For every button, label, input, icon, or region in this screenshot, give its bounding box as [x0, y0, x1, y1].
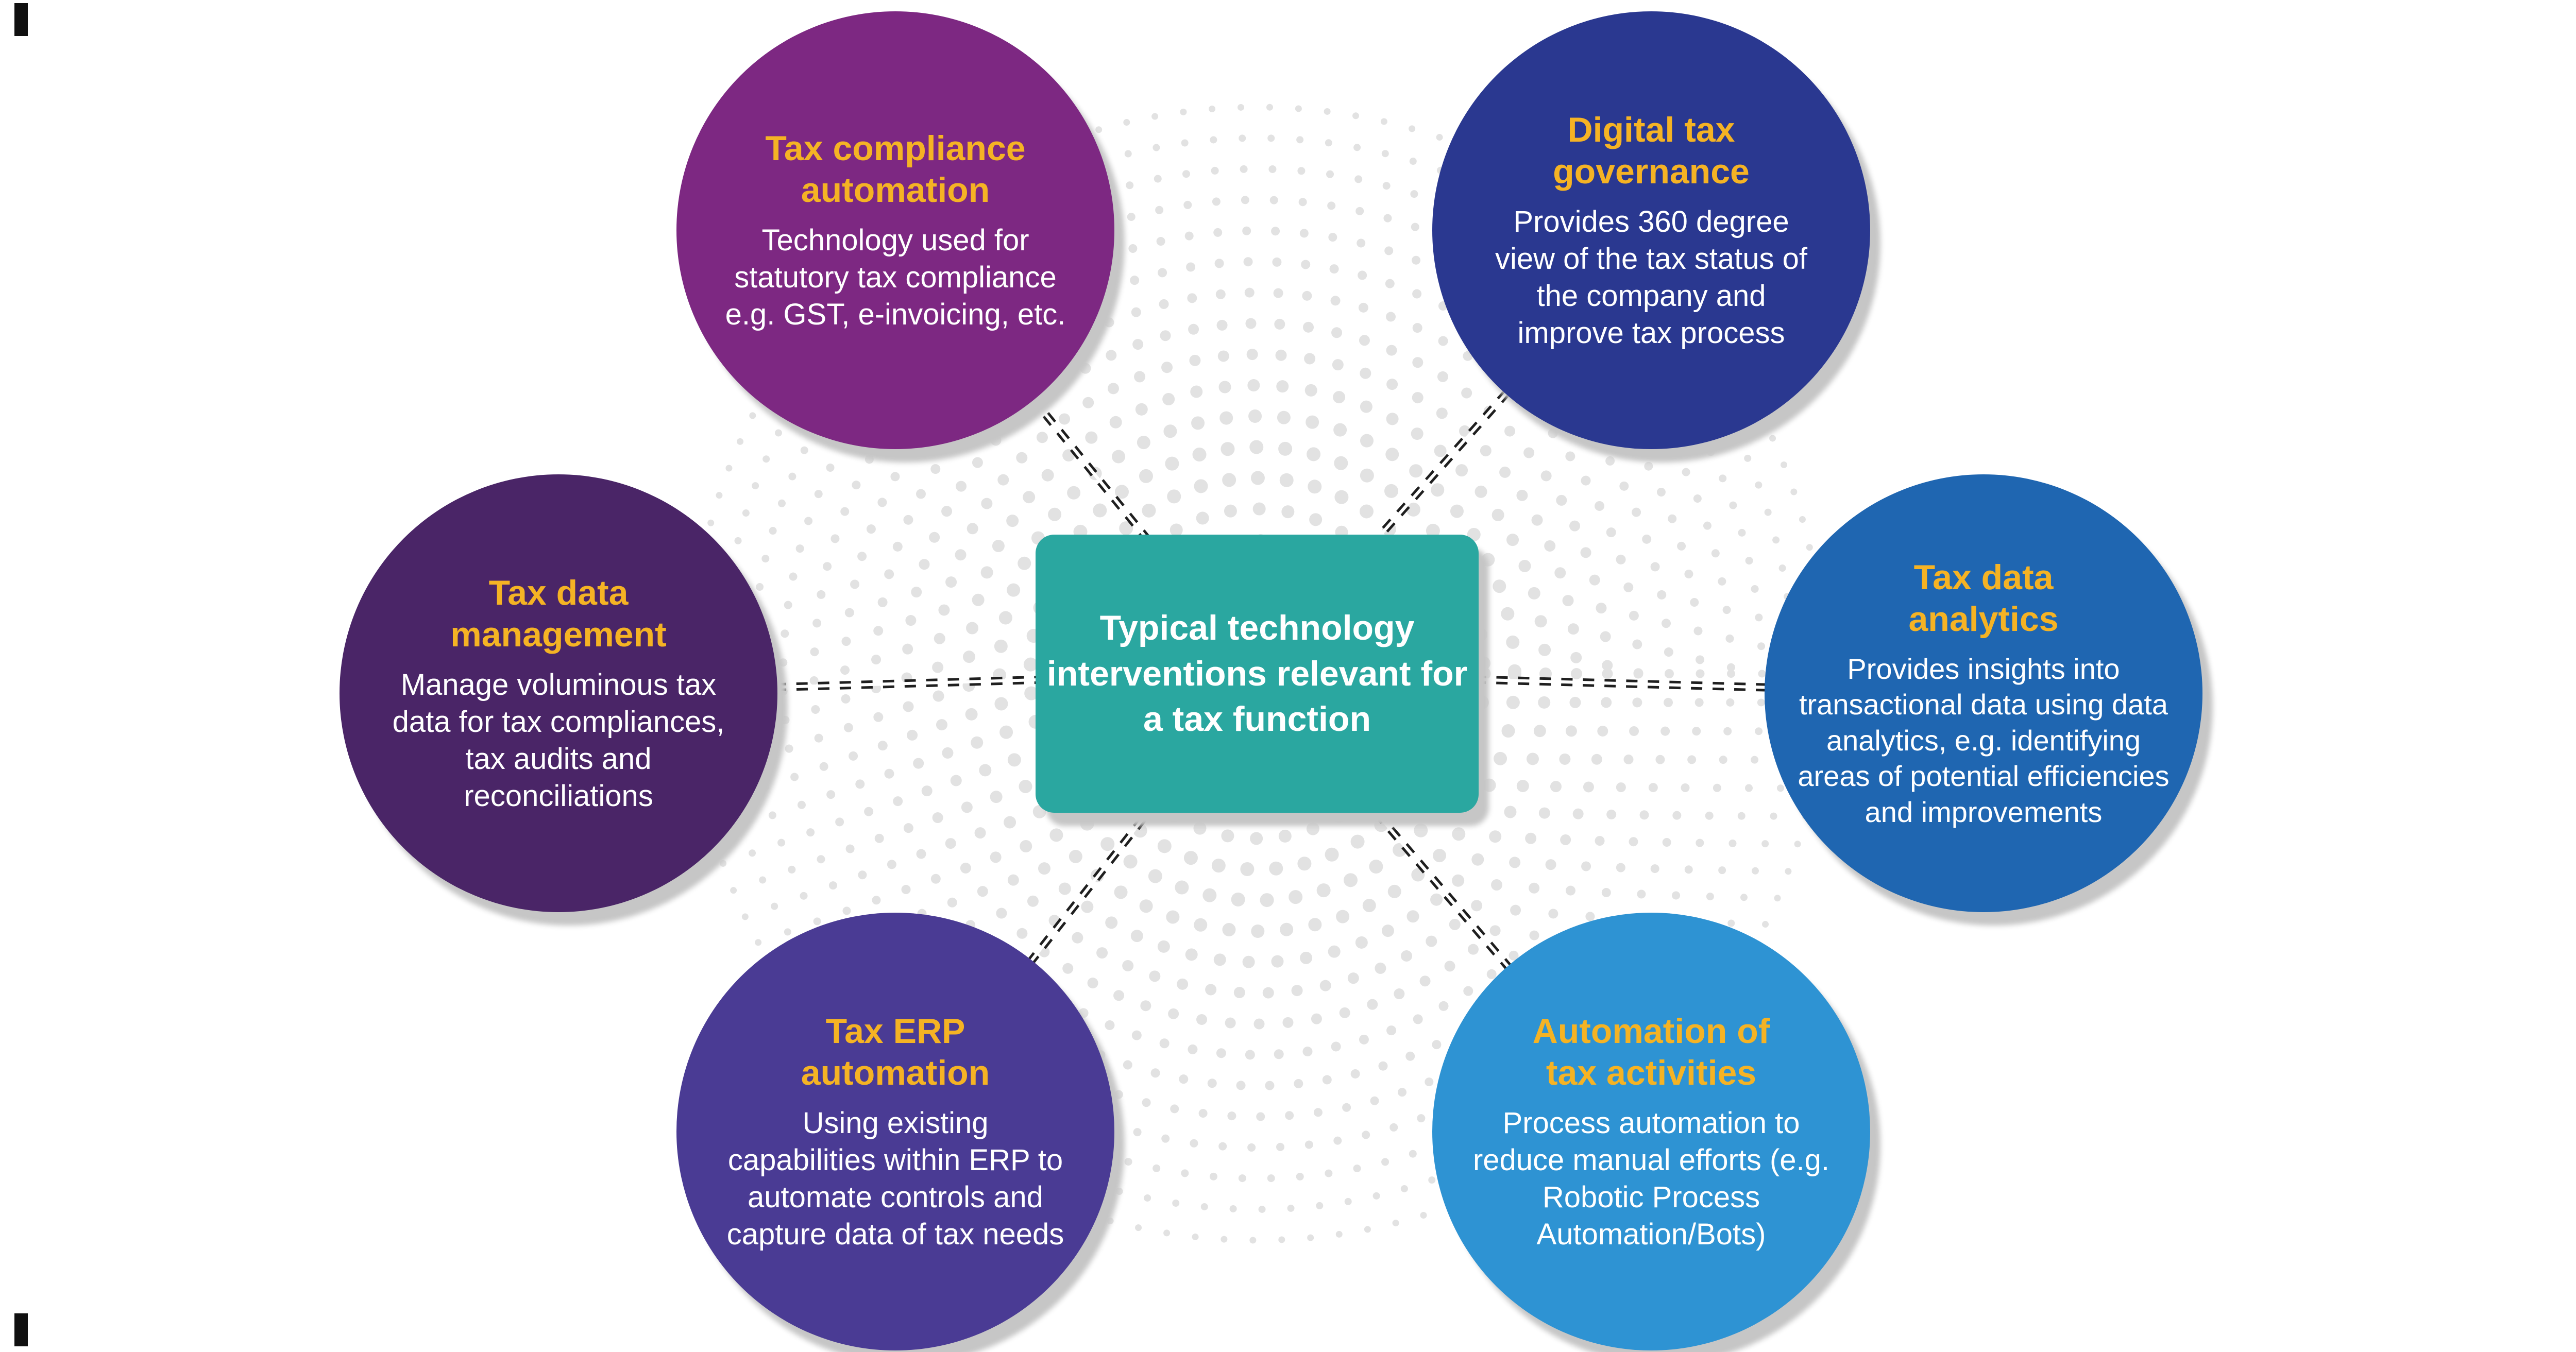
node-body: Provides insights into transactional dat… — [1798, 653, 2170, 828]
node-title: Tax data analytics — [1908, 557, 2059, 639]
node-content: Automation of tax activities Process aut… — [1461, 1011, 1842, 1253]
node-tax-data-analytics: Tax data analytics Provides insights int… — [1765, 474, 2202, 912]
node-tax-data-management: Tax data management Manage voluminous ta… — [340, 474, 777, 912]
node-content: Tax compliance automation Technology use… — [725, 128, 1066, 333]
node-tax-compliance-automation: Tax compliance automation Technology use… — [676, 11, 1114, 449]
node-body: Manage voluminous tax data for tax compl… — [392, 668, 725, 813]
center-title: Typical technology interventions relevan… — [1046, 608, 1468, 739]
node-body: Process automation to reduce manual effo… — [1472, 1106, 1830, 1251]
node-content: Tax ERP automation Using existing capabi… — [725, 1011, 1066, 1253]
node-title: Digital tax governance — [1553, 110, 1750, 192]
edge-mark-bottom — [14, 1313, 28, 1346]
center-box: Typical technology interventions relevan… — [1036, 535, 1479, 813]
node-title: Automation of tax activities — [1532, 1011, 1770, 1093]
node-body: Technology used for statutory tax compli… — [725, 223, 1066, 331]
node-content: Tax data management Manage voluminous ta… — [388, 572, 730, 815]
node-title: Tax data management — [450, 573, 667, 655]
node-title: Tax compliance automation — [765, 128, 1026, 210]
node-digital-tax-governance: Digital tax governance Provides 360 degr… — [1432, 11, 1870, 449]
node-content: Digital tax governance Provides 360 degr… — [1481, 109, 1822, 352]
node-body: Provides 360 degree view of the tax stat… — [1495, 204, 1808, 350]
node-tax-erp-automation: Tax ERP automation Using existing capabi… — [676, 913, 1114, 1350]
edge-mark-top — [14, 3, 28, 36]
node-content: Tax data analytics Provides insights int… — [1793, 557, 2174, 830]
node-body: Using existing capabilities within ERP t… — [726, 1106, 1064, 1251]
node-automation-of-tax-activities: Automation of tax activities Process aut… — [1432, 913, 1870, 1350]
node-title: Tax ERP automation — [801, 1011, 990, 1093]
